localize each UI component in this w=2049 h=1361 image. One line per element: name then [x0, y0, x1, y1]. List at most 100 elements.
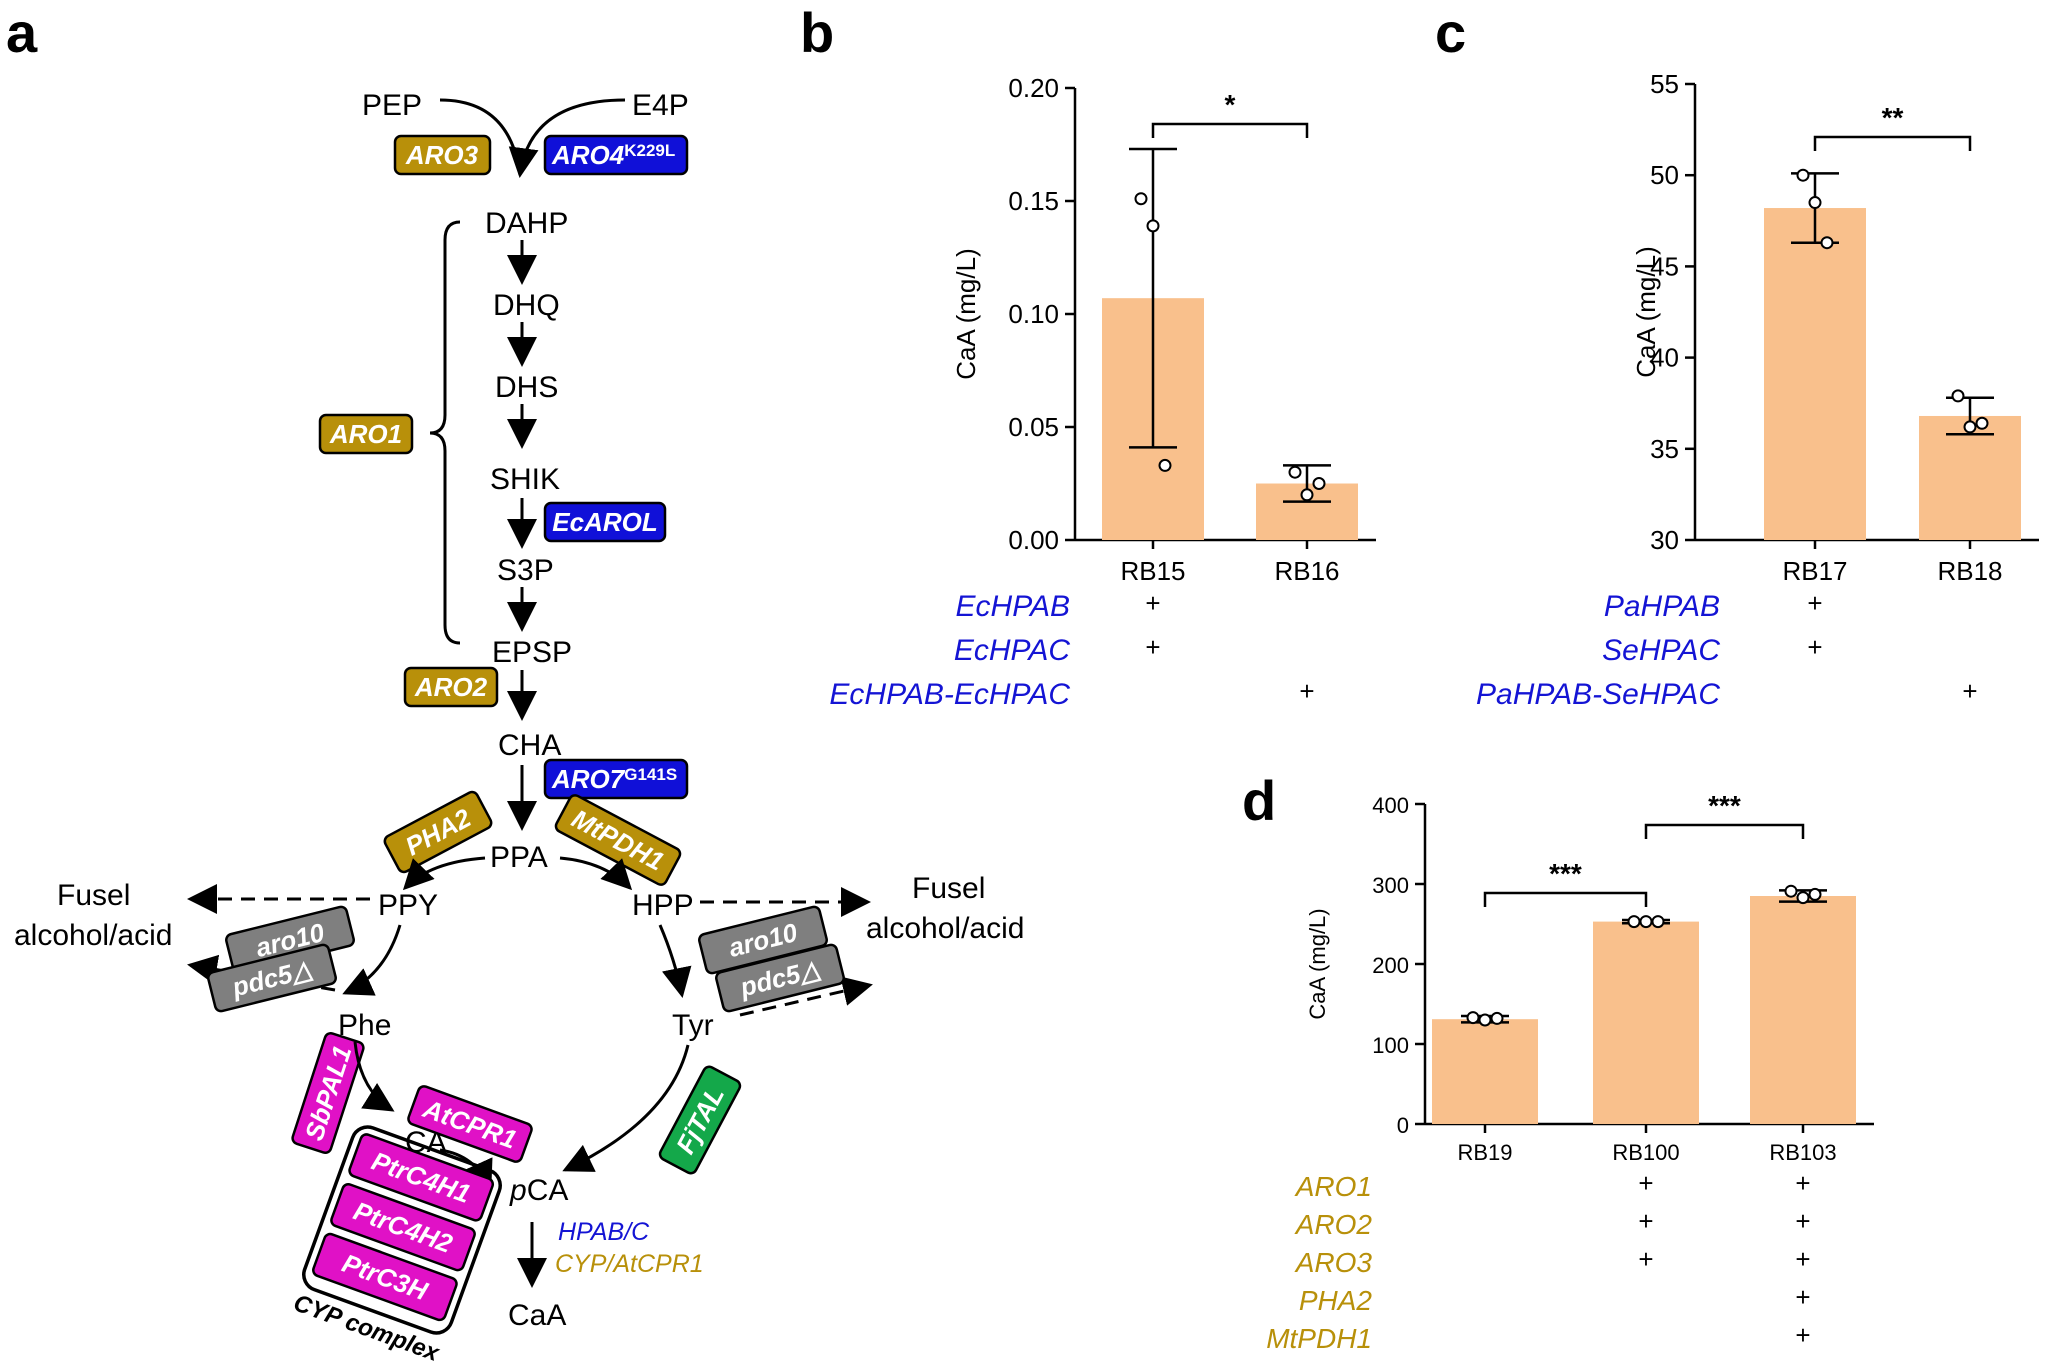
metabolite-shik: SHIK [490, 463, 560, 496]
arrow-hpp-tyr [658, 924, 692, 998]
data-point [1808, 196, 1822, 210]
data-point [1796, 891, 1810, 905]
cyp-complex: PtrC4H1 PtrC4H2 PtrC3H CYP complex [290, 1125, 502, 1361]
label-cyp-atcpr1: CYP/AtCPR1 [555, 1250, 704, 1278]
genotype-mark: + [1807, 632, 1822, 662]
panel-label-b: b [800, 1, 834, 64]
enzyme-ptrc4h1: PtrC4H1 [348, 1133, 495, 1222]
data-point [1478, 1013, 1492, 1027]
genotype-mark: + [1795, 1320, 1810, 1350]
data-point [1158, 458, 1172, 472]
fusel-right-line2: alcohol/acid [866, 912, 1024, 945]
y-tick-label: 0.05 [1008, 412, 1059, 442]
enzyme-ecarol: EcAROL [543, 501, 667, 543]
genotype-mark: + [1145, 588, 1160, 618]
metabolite-caa: CaA [508, 1299, 566, 1332]
metabolite-hpp: HPP [632, 889, 694, 922]
data-point [1975, 416, 1989, 430]
significance-bracket [1644, 823, 1805, 839]
bar [1764, 208, 1866, 541]
metabolite-ppy: PPY [378, 889, 438, 922]
bar [1919, 415, 2021, 540]
metabolite-pep: PEP [362, 89, 422, 122]
metabolite-phe: Phe [338, 1009, 391, 1042]
category-label: RB103 [1769, 1140, 1836, 1165]
genotype-gene-label: EcHPAC [954, 634, 1070, 667]
data-point [1951, 389, 1965, 403]
arrow-ppy-phe [342, 924, 402, 996]
enzyme-aro10-right: aro10 [698, 905, 828, 975]
y-tick-label: 35 [1650, 434, 1679, 464]
y-tick-label: 400 [1372, 793, 1409, 818]
genotype-mark: + [1638, 1206, 1653, 1236]
genotype-gene-label: EcHPAB [956, 590, 1070, 623]
svg-text:ARO3: ARO3 [405, 140, 479, 170]
svg-text:ARO4K229L: ARO4K229L [551, 140, 675, 170]
genotype-mark: + [1795, 1244, 1810, 1274]
enzyme-pha2: PHA2 [383, 790, 493, 874]
enzyme-aro7: ARO7G141S [543, 758, 689, 800]
category-label: RB16 [1274, 556, 1339, 586]
metabolite-e4p: E4P [632, 89, 689, 122]
arrow-e4p [508, 98, 626, 178]
y-tick-label: 200 [1372, 953, 1409, 978]
y-axis-label: CaA (mg/L) [1305, 908, 1330, 1019]
arrow-tyr-pca [562, 1044, 690, 1172]
aro1-brace [429, 220, 461, 645]
svg-text:ARO1: ARO1 [329, 419, 402, 449]
genotype-mark: + [1795, 1168, 1810, 1198]
y-tick-label: 0 [1397, 1113, 1409, 1138]
metabolite-ppa: PPA [490, 841, 548, 874]
pathway-diagram: a PEP E4P ARO3 ARO4K229L DAHP DHQ DHS SH… [6, 1, 1024, 1361]
label-hpab-c: HPAB/C [558, 1218, 650, 1246]
genotype-gene-label: SeHPAC [1602, 634, 1720, 667]
genotype-mark: + [1145, 632, 1160, 662]
data-point [1288, 465, 1302, 479]
metabolite-dhs: DHS [495, 371, 558, 404]
genotype-gene-label: PaHPAB [1604, 590, 1720, 623]
y-tick-label: 50 [1650, 160, 1679, 190]
fusel-left-line1: Fusel [57, 879, 130, 912]
y-tick-label: 0.00 [1008, 525, 1059, 555]
y-tick-label: 100 [1372, 1033, 1409, 1058]
svg-text:ARO2: ARO2 [414, 672, 488, 702]
y-axis-label: CaA (mg/L) [1631, 246, 1661, 378]
panel-label-c: c [1435, 1, 1466, 64]
data-point [1808, 887, 1822, 901]
data-point [1639, 915, 1653, 929]
bar [1432, 1019, 1538, 1124]
genotype-mark: + [1807, 588, 1822, 618]
genotype-mark: + [1962, 676, 1977, 706]
metabolite-epsp: EPSP [492, 636, 572, 669]
category-label: RB19 [1457, 1140, 1512, 1165]
data-point [1490, 1011, 1504, 1025]
metabolite-dahp: DAHP [485, 207, 568, 240]
svg-text:ARO7G141S: ARO7G141S [551, 764, 677, 794]
genotype-mark: + [1299, 676, 1314, 706]
y-tick-label: 40 [1650, 343, 1679, 373]
category-label: RB18 [1937, 556, 2002, 586]
arrow-phe-ca [353, 1041, 395, 1112]
data-point [1784, 884, 1798, 898]
genotype-gene-label: PaHPAB-SeHPAC [1476, 678, 1720, 711]
metabolite-cha: CHA [498, 729, 561, 762]
metabolite-tyr: Tyr [672, 1009, 714, 1042]
data-point [1651, 915, 1665, 929]
bar [1593, 921, 1699, 1124]
y-tick-label: 300 [1372, 873, 1409, 898]
enzyme-aro4: ARO4K229L [543, 134, 689, 176]
significance-label: *** [1708, 790, 1741, 821]
panel-label-d: d [1242, 769, 1276, 832]
genotype-gene-label: EcHPAB-EcHPAC [829, 678, 1070, 711]
enzyme-mtpdh1: MtPDH1 [554, 794, 682, 886]
genotype-gene-label: MtPDH1 [1266, 1323, 1372, 1354]
enzyme-aro1: ARO1 [318, 413, 414, 455]
significance-label: *** [1549, 858, 1582, 889]
metabolite-dhq: DHQ [493, 289, 560, 322]
y-tick-label: 30 [1650, 525, 1679, 555]
genotype-mark: + [1638, 1244, 1653, 1274]
